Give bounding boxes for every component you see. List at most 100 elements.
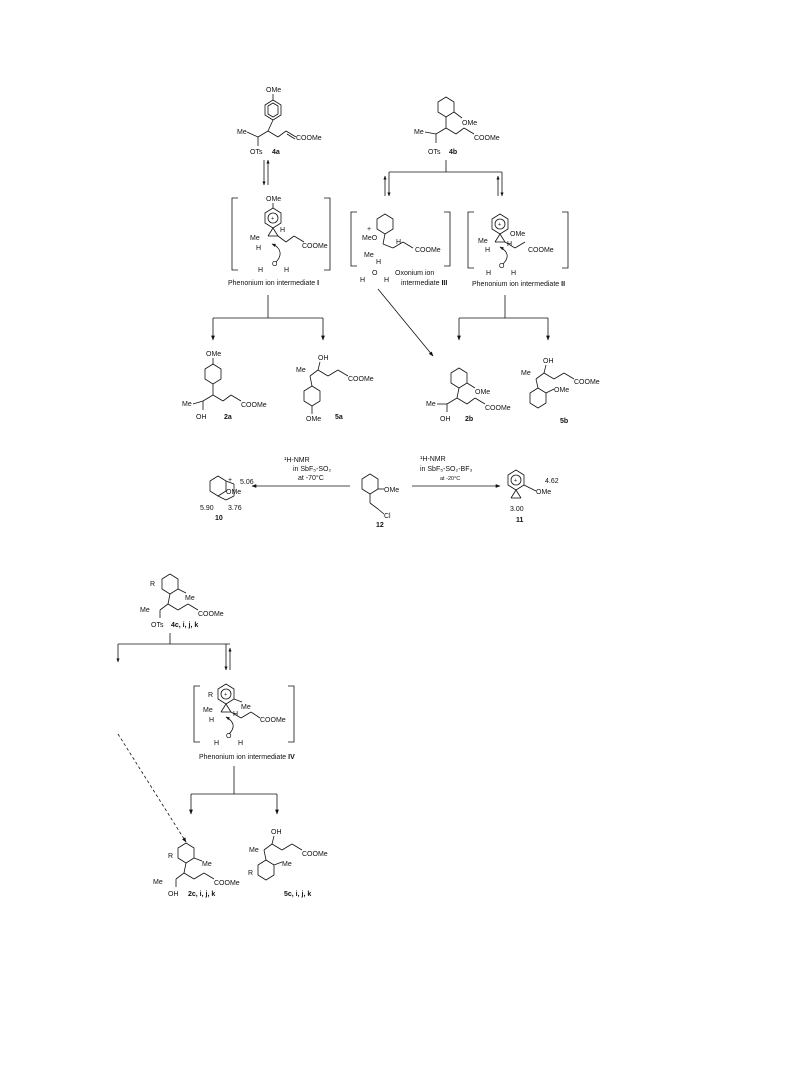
methyl-label: Me xyxy=(478,238,488,245)
branch-4c xyxy=(116,633,232,843)
ester-label: COOMe xyxy=(198,611,224,618)
hydroxyl-label: OH xyxy=(318,355,329,362)
nmr-line2: in SbF₅-SO₂-BF₃ xyxy=(420,466,472,473)
methoxy-label: OMe xyxy=(384,487,399,494)
intermediate-label: Phenonium ion intermediate II xyxy=(472,281,565,288)
water-hydrogen: H xyxy=(214,740,219,747)
nmr-line1: ¹H-NMR xyxy=(420,456,446,463)
methoxy-label: MeO xyxy=(362,235,378,242)
methyl-label: Me xyxy=(296,367,306,374)
compound-number: 12 xyxy=(376,522,384,529)
tosylate-label: OTs xyxy=(428,149,441,156)
methoxy-label: OMe xyxy=(226,489,241,496)
r-group-label: R xyxy=(168,853,173,860)
methyl-label: Me xyxy=(249,847,259,854)
phenonium-intermediate-1: OMe + Me H H COOMe O H H Phenonium ion i… xyxy=(228,196,331,287)
compound-number: 2a xyxy=(224,414,232,421)
methyl-label: Me xyxy=(203,707,213,714)
compound-number: 11 xyxy=(516,517,524,524)
water-oxygen: O xyxy=(226,733,232,740)
hydroxyl-label: OH xyxy=(271,829,282,836)
nmr-condition-left: ¹H-NMR in SbF₅-SO₂ at -70°C xyxy=(251,457,350,488)
methyl-label: Me xyxy=(185,595,195,602)
ester-label: COOMe xyxy=(574,379,600,386)
branch-arrows-iv xyxy=(189,766,279,815)
nmr-shift: 3.00 xyxy=(510,506,524,513)
hydrogen-label: H xyxy=(485,247,490,254)
positive-charge: + xyxy=(367,226,371,233)
ester-label: COOMe xyxy=(528,247,554,254)
intermediate-label-line1: Oxonium ion xyxy=(395,270,434,277)
methoxy-label: OMe xyxy=(554,387,569,394)
compound-number: 4b xyxy=(449,149,457,156)
intermediate-label-line2: intermediate III xyxy=(401,280,447,287)
tosylate-label: OTs xyxy=(151,622,164,629)
r-group-label: R xyxy=(208,692,213,699)
water-hydrogen: H xyxy=(384,277,389,284)
positive-charge: + xyxy=(514,478,517,484)
ester-label: COOMe xyxy=(302,243,328,250)
ester-label: COOMe xyxy=(348,376,374,383)
equilibrium-arrow-4a xyxy=(262,159,270,186)
nmr-line3: at -70°C xyxy=(298,474,324,482)
methoxy-label: OMe xyxy=(266,196,281,203)
nmr-line3: at -20°C xyxy=(440,476,460,482)
methyl-label: Me xyxy=(426,401,436,408)
methoxy-label: OMe xyxy=(510,231,525,238)
compound-number: 4c, i, j, k xyxy=(171,622,198,629)
chloro-label: Cl xyxy=(384,513,391,520)
compound-11: + 4.62 OMe 3.00 11 xyxy=(507,469,559,524)
methoxy-label: OMe xyxy=(266,87,281,94)
compound-number: 5b xyxy=(560,418,568,425)
methyl-label: Me xyxy=(140,607,150,614)
ester-label: COOMe xyxy=(474,135,500,142)
methyl-label: Me xyxy=(237,129,247,136)
nmr-condition-right: ¹H-NMR in SbF₅-SO₂-BF₃ at -20°C xyxy=(412,456,501,488)
methyl-label: Me xyxy=(364,252,374,259)
compound-number: 5c, i, j, k xyxy=(284,891,311,898)
nmr-shift: 3.76 xyxy=(228,505,242,512)
compound-2c: R Me COOMe Me OH 2c, i, j, k xyxy=(153,842,240,898)
water-oxygen: O xyxy=(499,263,505,270)
branch-arrows-row2 xyxy=(211,288,550,357)
nmr-shift: 5.06 xyxy=(240,479,254,486)
methoxy-label: OMe xyxy=(306,416,321,423)
compound-number: 2c, i, j, k xyxy=(188,891,215,898)
water-oxygen: O xyxy=(272,261,278,268)
positive-charge: + xyxy=(224,692,227,698)
hydroxyl-label: OH xyxy=(543,358,554,365)
ester-label: COOMe xyxy=(485,405,511,412)
compound-2a: OMe COOMe Me OH 2a xyxy=(182,351,267,421)
methyl-label: Me xyxy=(202,861,212,868)
hydroxyl-label: OH xyxy=(196,414,207,421)
water-hydrogen: H xyxy=(486,270,491,277)
compound-5b: OH COOMe Me OMe 5b xyxy=(521,358,600,425)
compound-4a: OMe Me COOMe OTs 4a xyxy=(237,87,322,156)
intermediate-label: Phenonium ion intermediate IV xyxy=(199,754,295,761)
compound-number: 2b xyxy=(465,416,473,423)
hydrogen-label: H xyxy=(396,239,401,246)
ester-label: COOMe xyxy=(214,880,240,887)
ester-label: COOMe xyxy=(296,135,322,142)
r-group-label: R xyxy=(150,581,155,588)
methoxy-label: OMe xyxy=(475,389,490,396)
compound-4b: OMe COOMe Me OTs 4b xyxy=(414,96,500,156)
water-hydrogen: H xyxy=(284,267,289,274)
phenonium-intermediate-4: R + Me H COOMe Me H O H H Phenonium ion … xyxy=(193,683,295,761)
ester-label: COOMe xyxy=(415,247,441,254)
branch-4b xyxy=(383,160,504,197)
r-group-label: R xyxy=(248,870,253,877)
compound-12: OMe Cl 12 xyxy=(361,473,399,529)
methyl-label: Me xyxy=(282,861,292,868)
methyl-label: Me xyxy=(521,370,531,377)
methyl-label: Me xyxy=(250,235,260,242)
methyl-label: Me xyxy=(241,704,251,711)
compound-number: 5a xyxy=(335,414,343,421)
compound-5c: OH COOMe Me Me R 5c, i, j, k xyxy=(248,829,328,898)
nmr-shift: 5.90 xyxy=(200,505,214,512)
compound-number: 10 xyxy=(215,515,223,522)
hydroxyl-label: OH xyxy=(440,416,451,423)
water-oxygen: O xyxy=(372,270,378,277)
methyl-label: Me xyxy=(153,879,163,886)
